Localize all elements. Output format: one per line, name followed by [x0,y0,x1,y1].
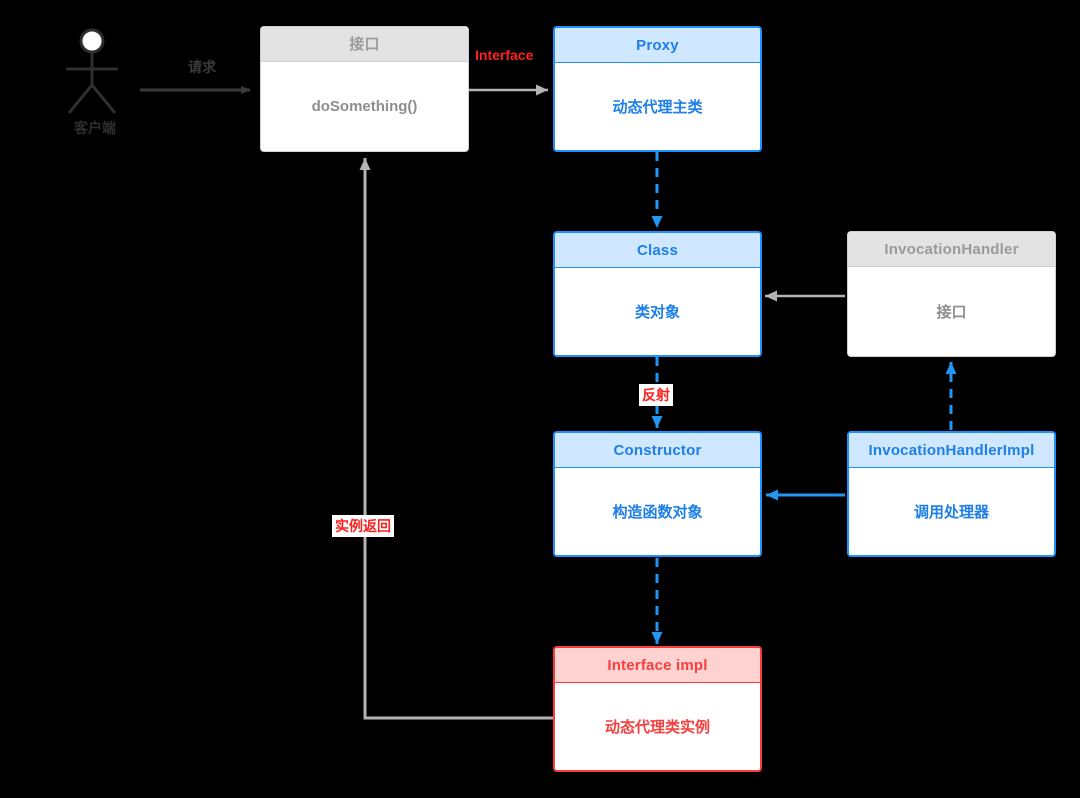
box-interface-body: doSomething() [261,62,468,151]
actor-caption: 客户端 [74,120,116,136]
box-class[interactable]: Class 类对象 [553,231,762,357]
actor-client [55,28,135,125]
edge-label-interface: Interface [475,47,534,63]
box-invocation-handler-impl[interactable]: InvocationHandlerImpl 调用处理器 [847,431,1056,557]
box-interface-title: 接口 [261,27,468,62]
edge-label-request: 请求 [188,59,216,75]
box-constructor[interactable]: Constructor 构造函数对象 [553,431,762,557]
box-interface-impl[interactable]: Interface impl 动态代理类实例 [553,646,762,772]
box-invocation-handler-body: 接口 [848,267,1055,356]
box-interface-impl-body: 动态代理类实例 [555,683,760,770]
box-class-title: Class [555,233,760,268]
box-interface-impl-title: Interface impl [555,648,760,683]
edge-label-instance-return: 实例返回 [332,515,394,537]
box-interface[interactable]: 接口 doSomething() [260,26,469,152]
box-constructor-title: Constructor [555,433,760,468]
edge-label-reflection: 反射 [639,384,673,406]
box-class-body: 类对象 [555,268,760,355]
box-proxy-body: 动态代理主类 [555,63,760,150]
box-invocation-handler[interactable]: InvocationHandler 接口 [847,231,1056,357]
box-invocation-handler-impl-title: InvocationHandlerImpl [849,433,1054,468]
box-proxy[interactable]: Proxy 动态代理主类 [553,26,762,152]
box-constructor-body: 构造函数对象 [555,468,760,555]
edge-instance-return [359,158,553,720]
actor-icon [66,28,118,114]
box-proxy-title: Proxy [555,28,760,63]
box-invocation-handler-title: InvocationHandler [848,232,1055,267]
box-invocation-handler-impl-body: 调用处理器 [849,468,1054,555]
